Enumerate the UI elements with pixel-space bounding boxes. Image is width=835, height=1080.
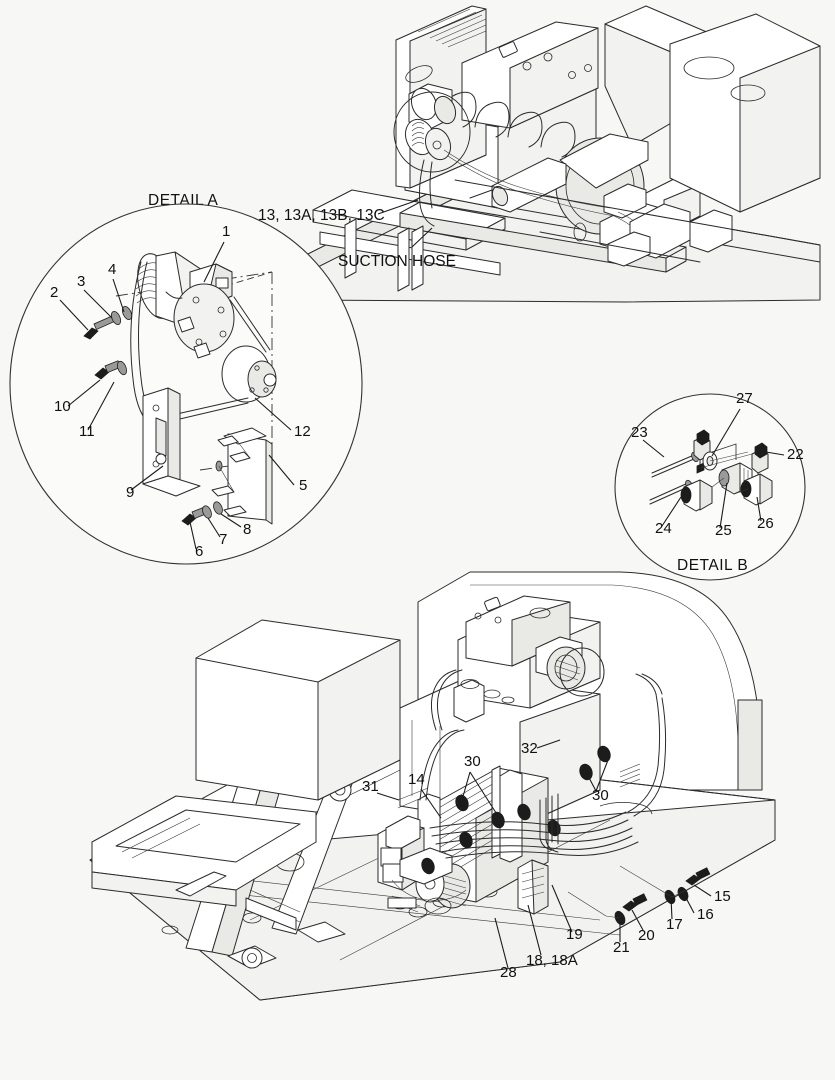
washer-part-11 (117, 360, 127, 376)
hose-group-label: 13, 13A, 13B, 13C (258, 207, 385, 224)
washer-part-8 (213, 501, 223, 515)
top-engine-assembly-illustration (299, 5, 821, 303)
callout-15: 15 (714, 888, 731, 905)
receiver-drier-part-19 (517, 859, 549, 915)
callout-30-b: 30 (592, 787, 609, 804)
callout-22: 22 (787, 446, 804, 463)
callout-1: 1 (222, 223, 230, 240)
callout-4: 4 (108, 261, 116, 278)
lower-fasteners (567, 865, 711, 926)
detail-b-leaders (642, 408, 785, 529)
lower-callout-labels: 14 15 16 17 18, 18A 19 20 21 28 30 30 31… (362, 740, 731, 981)
bracket-part-9 (142, 387, 201, 497)
callout-18-18a: 18, 18A (526, 952, 578, 969)
callout-16: 16 (697, 906, 714, 923)
callout-27: 27 (736, 390, 753, 407)
callout-32: 32 (521, 740, 538, 757)
washer-part-4 (121, 306, 133, 320)
callout-12: 12 (294, 423, 311, 440)
lower-compressor-assembly (377, 815, 471, 915)
callout-11: 11 (79, 423, 95, 440)
idler-pulley-part-12 (221, 345, 277, 403)
cap-part-24 (680, 479, 713, 512)
detail-a-leaders (59, 241, 295, 550)
callout-28: 28 (500, 964, 517, 981)
callout-21: 21 (613, 939, 630, 956)
callout-20: 20 (638, 927, 655, 944)
callout-31: 31 (362, 778, 379, 795)
callout-5: 5 (299, 477, 307, 494)
top-leader-lines (377, 199, 433, 248)
callout-26: 26 (757, 515, 774, 532)
detail-a-group (9, 203, 363, 565)
bolt-part-15 (685, 867, 711, 886)
callout-19: 19 (566, 926, 583, 943)
callout-25: 25 (715, 522, 732, 539)
callout-24: 24 (655, 520, 672, 537)
louver-grill (619, 763, 641, 788)
lower-engine-block (457, 595, 605, 709)
detail-b-title: DETAIL B (677, 557, 748, 574)
detail-b-callout-labels: 22 23 24 25 26 27 (631, 390, 804, 539)
condenser-bracket-part-5 (211, 427, 273, 525)
canister (453, 679, 485, 723)
bolt-part-20 (622, 893, 648, 912)
callout-17: 17 (666, 916, 683, 933)
callout-6: 6 (195, 543, 203, 560)
callout-3: 3 (77, 273, 85, 290)
charge-valve-upper (693, 429, 711, 474)
callout-23: 23 (631, 424, 648, 441)
lower-machine-illustration (89, 571, 776, 1001)
front-attachment-frame (91, 795, 317, 907)
washer-part-7 (202, 505, 212, 519)
callout-2: 2 (50, 284, 58, 301)
charge-valve-right-part-22 (751, 442, 769, 481)
compressor-part-1 (135, 251, 235, 359)
callout-8: 8 (243, 521, 251, 538)
washer-part-17 (664, 889, 676, 905)
callout-30-a: 30 (464, 753, 481, 770)
lower-leaders (376, 739, 712, 969)
callout-10: 10 (54, 398, 71, 415)
callout-9: 9 (126, 484, 134, 501)
detail-a-callout-labels: 1 2 3 4 5 6 7 8 9 10 11 12 (50, 223, 311, 560)
detail-a-circle (9, 203, 363, 565)
callout-14: 14 (408, 771, 425, 788)
cap-part-26 (740, 473, 773, 506)
suction-hose-label: SUCTION HOSE (338, 253, 456, 270)
callout-7: 7 (219, 531, 227, 548)
washer-part-3 (110, 311, 122, 325)
detail-b-group: DETAIL B (614, 393, 806, 581)
